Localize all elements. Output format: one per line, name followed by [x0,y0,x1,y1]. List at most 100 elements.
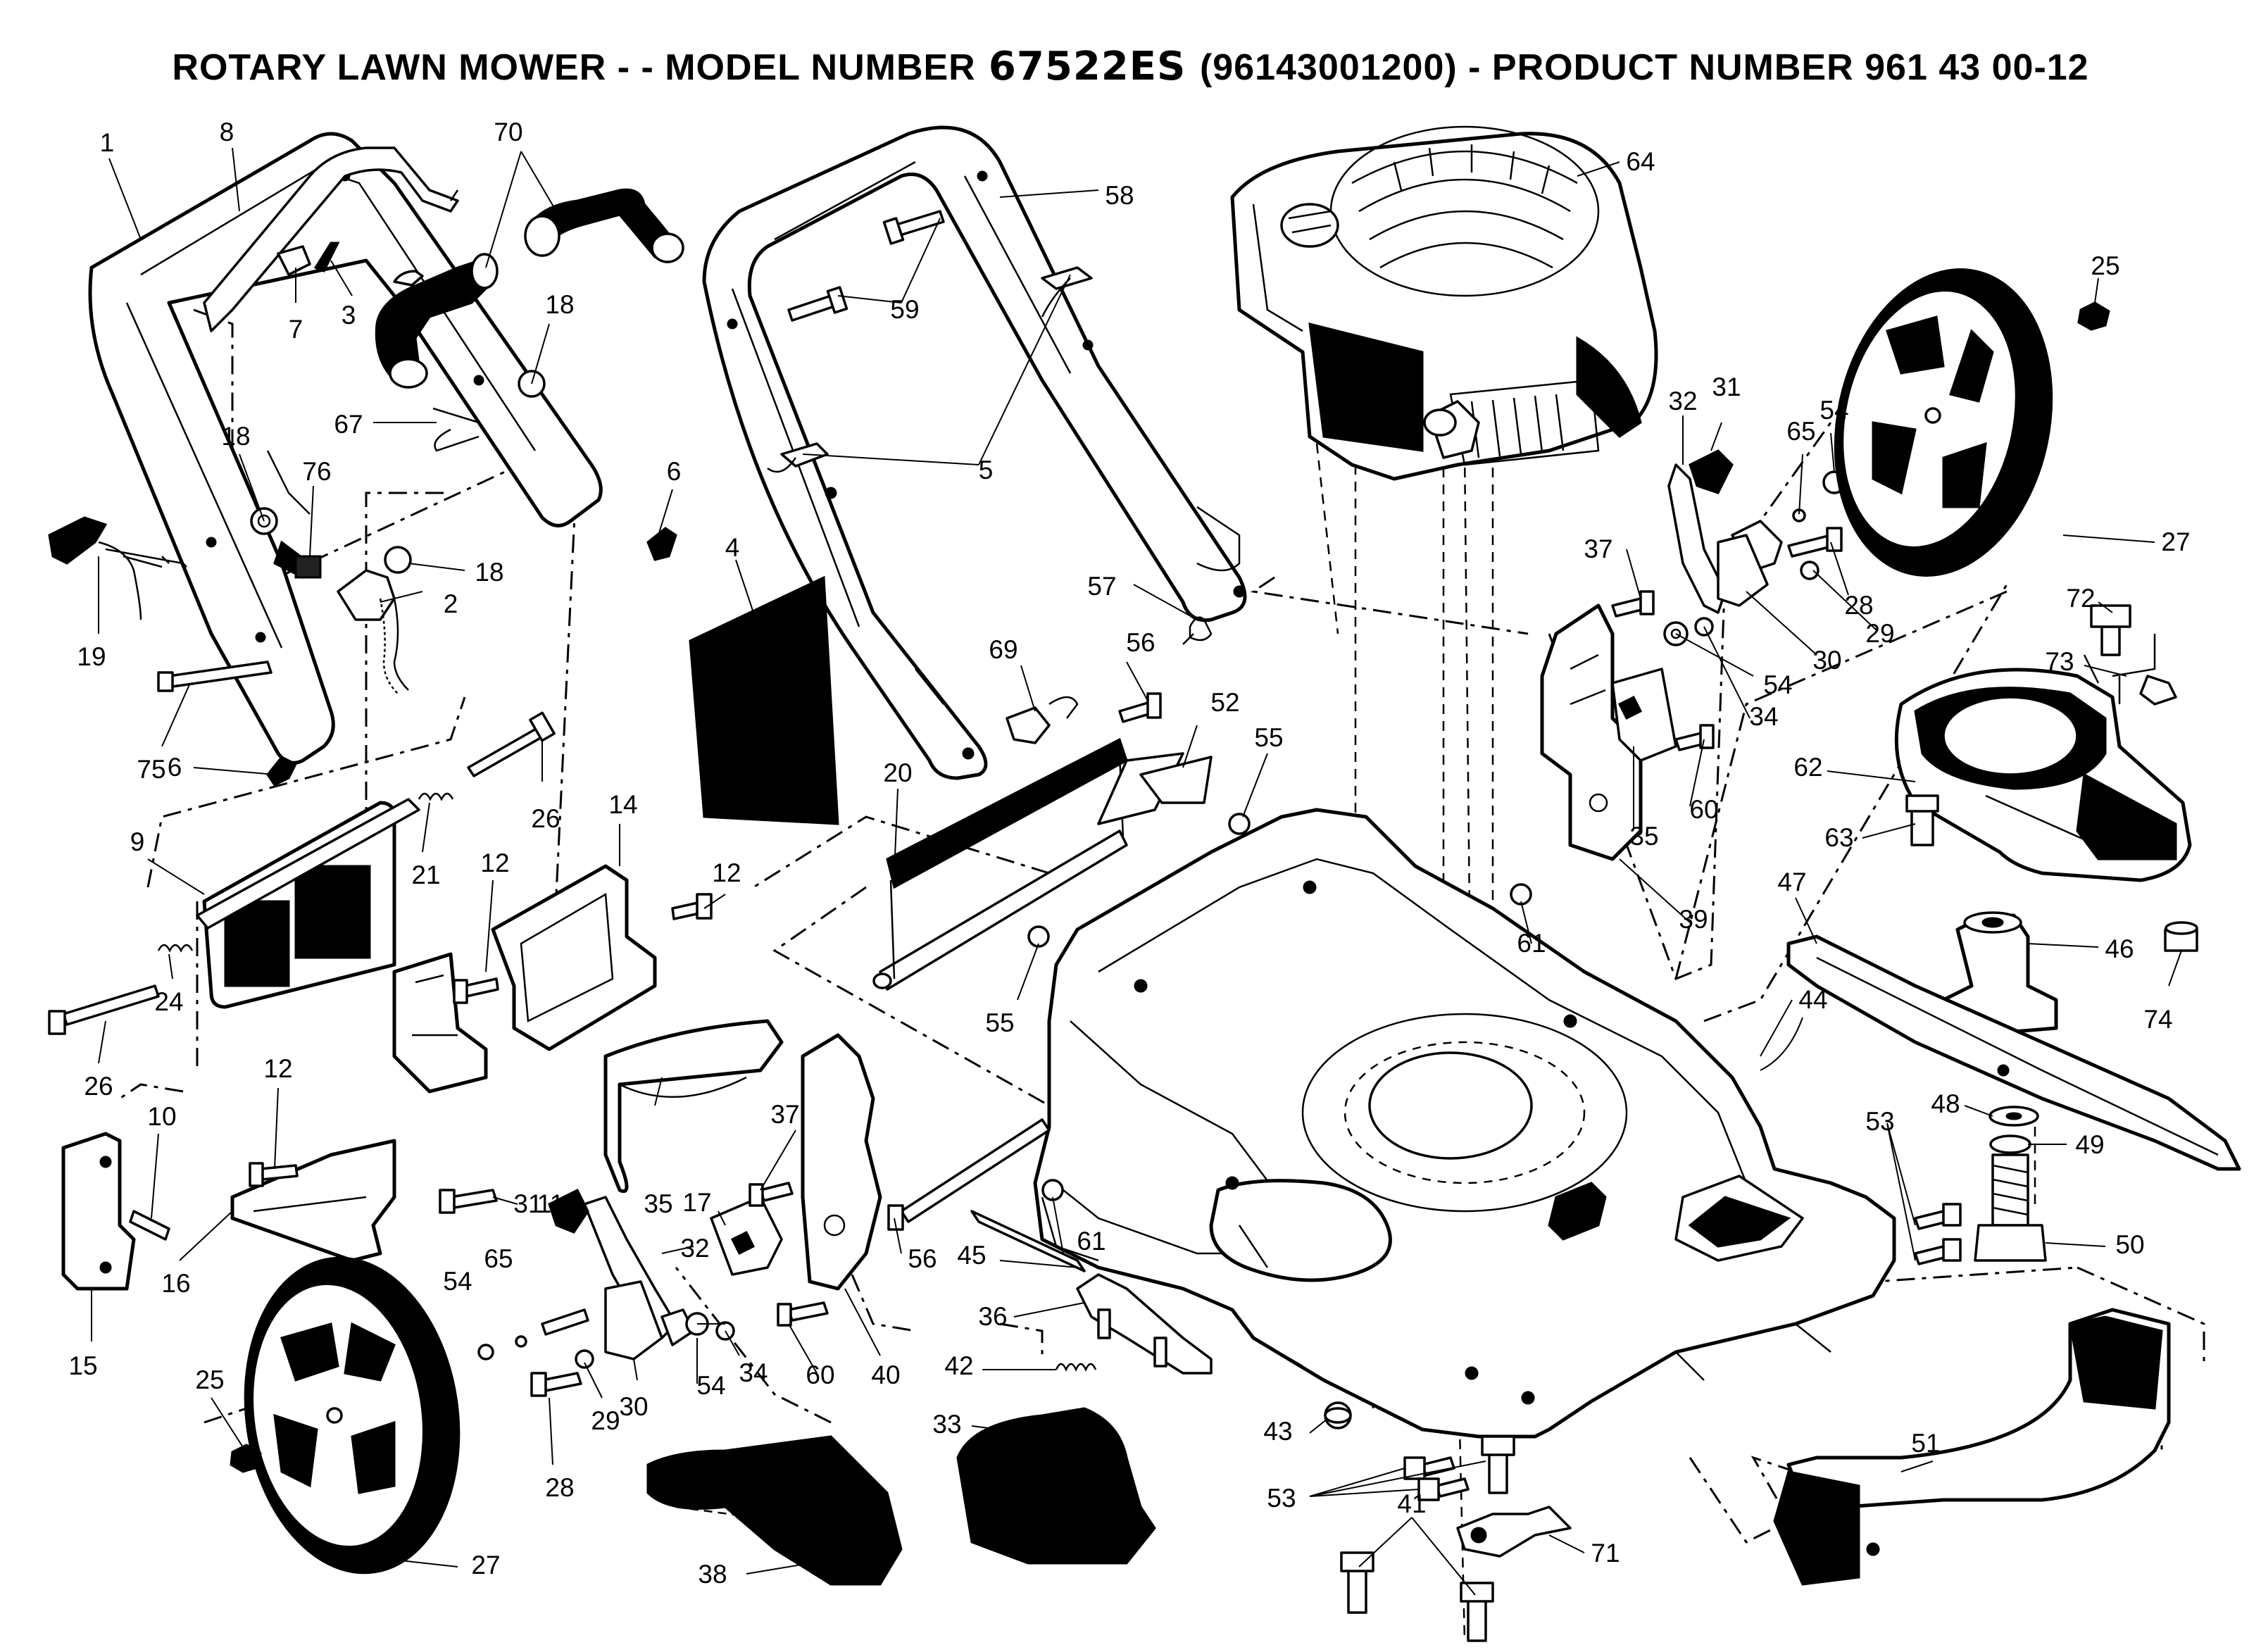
callout-label: 47 [1777,868,1806,896]
callout-label: 46 [2105,934,2134,963]
callout-label: 60 [1689,795,1718,824]
callout-label: 41 [1397,1489,1426,1518]
callout-label: 60 [806,1360,834,1389]
callout-label: 24 [154,987,183,1016]
callout-label: 50 [2115,1230,2144,1259]
callout-label: 32 [680,1234,709,1263]
callout-label: 61 [1517,929,1546,958]
callout-label: 54 [443,1267,472,1296]
callout-label: 57 [1087,572,1116,601]
callout-label: 43 [1263,1417,1292,1446]
lower-parts [646,756,2171,1642]
callout-label: 73 [2045,647,2074,676]
callout-label: 2 [444,589,458,618]
callout-label: 26 [84,1072,113,1101]
adjuster-hardware [477,470,1846,1429]
throttle-cable [48,450,409,694]
callout-label: 14 [608,790,637,819]
callout-label: 36 [978,1302,1007,1331]
callout-label: 7 [289,315,303,344]
callout-label: 75 [137,755,165,784]
callout-label: 62 [1793,753,1822,782]
rear-wheel [1834,268,2110,577]
callout-label: 65 [1786,417,1815,446]
callout-label: 12 [712,858,741,887]
front-wheel [230,1256,461,1575]
callout-label: 28 [1844,591,1873,620]
deck-leader [1760,1017,1803,1071]
callout-label: 12 [480,849,509,877]
callout-label: 4 [725,533,740,562]
callout-label: 37 [770,1100,799,1129]
callout-label: 59 [890,295,919,324]
callout-label: 40 [871,1360,900,1389]
callout-label: 3 [342,301,356,330]
callout-label: 27 [2161,527,2190,556]
callout-label: 29 [591,1406,620,1435]
callout-label: 10 [147,1102,176,1131]
hose-parts [375,188,684,389]
callout-label: 67 [334,410,363,439]
blade-assembly [1786,604,2241,1262]
callout-label: 9 [130,827,145,856]
callout-label: 30 [1812,646,1841,675]
engine [1230,125,1658,481]
callout-label: 53 [1267,1484,1296,1513]
callout-label: 1 [100,128,115,157]
title-prefix: ROTARY LAWN MOWER - - MODEL NUMBER [172,47,976,88]
callout-label: 12 [263,1054,292,1083]
bag-and-deflector [48,575,839,1291]
callout-label: 31 [1712,373,1741,401]
callout-label: 21 [411,861,440,889]
callout-label: 35 [1629,822,1658,851]
callout-label: 32 [1668,387,1697,415]
callout-label: 35 [644,1189,672,1218]
diagram-title: ROTARY LAWN MOWER - - MODEL NUMBER 67522E… [0,44,2261,89]
callout-label: 61 [1077,1227,1106,1256]
callout-label: 11 [537,1189,564,1218]
callout-label: 55 [985,1008,1014,1037]
callout-label: 37 [1584,534,1612,563]
callout-label: 16 [161,1269,190,1298]
callout-label: 18 [221,422,250,451]
callout-label: 29 [1865,619,1894,648]
control-bail [203,146,459,332]
callout-label: 71 [1591,1539,1620,1567]
clips [1006,616,1213,744]
callout-label: 70 [494,118,522,146]
mower-deck [1033,808,1896,1439]
callout-label: 72 [2066,584,2095,613]
callout-label: 25 [195,1365,224,1394]
callout-label: 5 [979,456,994,484]
callout-label: 65 [484,1244,513,1273]
callout-label: 19 [77,642,106,671]
callout-label: 49 [2075,1130,2104,1159]
callout-label: 34 [1749,702,1778,731]
callout-label: 51 [1911,1429,1940,1458]
callout-label: 48 [1931,1089,1960,1118]
title-model-number: 67522ES [988,44,1186,89]
handle-bolts [787,210,945,322]
callout-label: 26 [531,804,560,833]
callout-label: 34 [739,1358,768,1387]
callout-label: 28 [545,1473,574,1502]
callout-label: 31 [513,1189,542,1218]
callout-label: 54 [696,1371,725,1400]
callout-labels: 1 8 70 7 3 18 67 18 76 6 18 2 19 75 6 26… [68,118,2190,1589]
callout-label: 17 [682,1188,711,1217]
callout-label: 52 [1210,688,1239,717]
callout-label: 15 [68,1351,97,1380]
callout-label: 64 [1626,147,1655,176]
callout-label: 55 [1254,723,1283,752]
leader-lines [91,147,2182,1596]
handle-hardware [157,242,677,787]
callout-label: 69 [989,635,1017,664]
callout-label: 63 [1824,823,1853,852]
callout-label: 74 [2143,1005,2172,1034]
callout-label: 6 [667,457,682,486]
callout-label: 8 [220,118,234,146]
height-adjusters [583,463,1783,1375]
callout-label: 18 [475,558,503,587]
wheel-covers [548,449,1734,1234]
